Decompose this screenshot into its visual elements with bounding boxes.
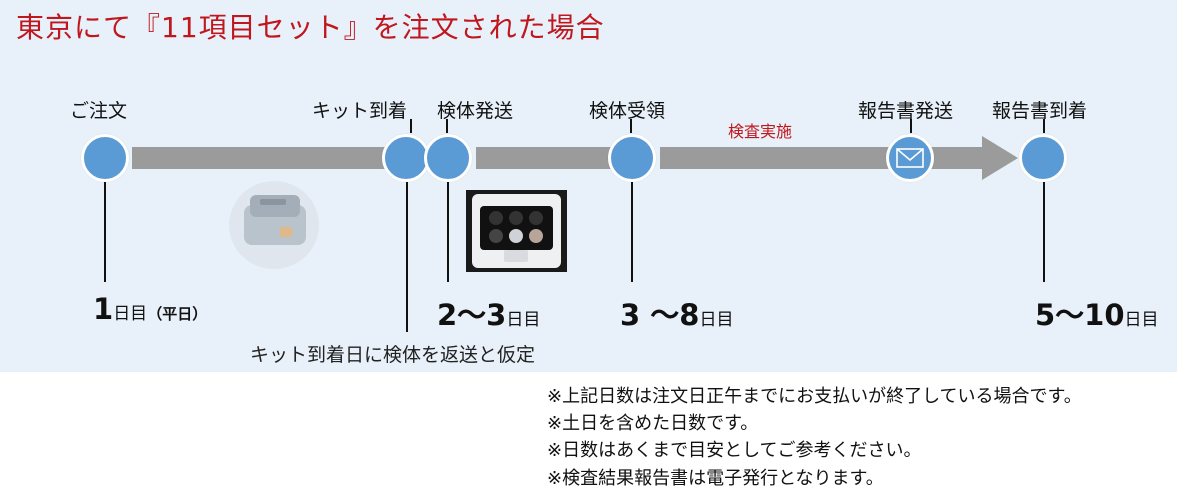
timeline-bar-3 xyxy=(660,147,985,169)
timeline-node-sample-received xyxy=(608,134,656,182)
page-title: 東京にて『11項目セット』を注文された場合 xyxy=(16,11,605,44)
day-number: 1 xyxy=(93,292,114,326)
footnote-4: ※検査結果報告書は電子発行となります。 xyxy=(547,468,884,489)
leader-line-day4 xyxy=(1043,182,1045,282)
timeline-node-report-arrival xyxy=(1019,134,1067,182)
step-label-kit-arrival: キット到着 xyxy=(312,100,408,122)
step-label-report-arrival: 報告書到着 xyxy=(992,100,1088,122)
day-label-order: 1日目（平日） xyxy=(93,292,207,326)
label-tick-receive xyxy=(630,119,632,133)
step-label-sample-received: 検体受領 xyxy=(589,100,666,122)
label-tick-report-ship xyxy=(910,119,912,133)
timeline-bar-1 xyxy=(132,147,388,169)
day-label-receive: 3 〜8日目 xyxy=(620,292,733,334)
inspection-label: 検査実施 xyxy=(728,122,793,141)
leader-line-day3 xyxy=(631,182,633,282)
footnote-2: ※土日を含めた日数です。 xyxy=(547,413,759,434)
kit-box-image xyxy=(228,175,320,270)
step-label-sample-shipping: 検体発送 xyxy=(437,100,514,122)
footnote-1: ※上記日数は注文日正午までにお支払いが終了している場合です。 xyxy=(547,386,1082,407)
label-tick-ship xyxy=(446,119,448,133)
leader-line-kit-note xyxy=(406,182,408,332)
envelope-icon xyxy=(896,148,924,168)
leader-line-day2 xyxy=(447,182,449,282)
step-label-order: ご注文 xyxy=(70,100,128,122)
sample-kit-image xyxy=(466,190,567,272)
timeline-arrowhead xyxy=(982,136,1018,180)
timeline-node-sample-shipping xyxy=(424,134,472,182)
day-number: 2〜3 xyxy=(437,298,507,332)
day-label-ship: 2〜3日目 xyxy=(437,292,540,334)
footnote-3: ※日数はあくまで目安としてご参考ください。 xyxy=(547,440,922,461)
day-unit: 日目 xyxy=(699,310,734,330)
timeline-panel xyxy=(0,0,1177,372)
timeline-node-order xyxy=(81,134,129,182)
timeline-node-kit-arrival xyxy=(382,134,430,182)
step-label-report-shipping: 報告書発送 xyxy=(858,100,954,122)
label-tick-report-arrive xyxy=(1043,119,1045,133)
day-number: 5〜10 xyxy=(1035,298,1125,332)
label-tick-kit xyxy=(410,119,412,133)
day-label-report: 5〜10日目 xyxy=(1035,292,1159,334)
timeline-bar-2 xyxy=(476,147,628,169)
day-unit: 日目 xyxy=(506,310,541,330)
timeline-node-report-shipping xyxy=(886,134,934,182)
day-unit: 日目 xyxy=(1124,310,1159,330)
kit-return-note: キット到着日に検体を返送と仮定 xyxy=(250,344,536,366)
day-number: 3 〜8 xyxy=(620,298,700,332)
day-weekday-note: （平日） xyxy=(147,305,208,323)
leader-line-day1 xyxy=(104,182,106,282)
day-unit: 日目 xyxy=(113,304,148,324)
